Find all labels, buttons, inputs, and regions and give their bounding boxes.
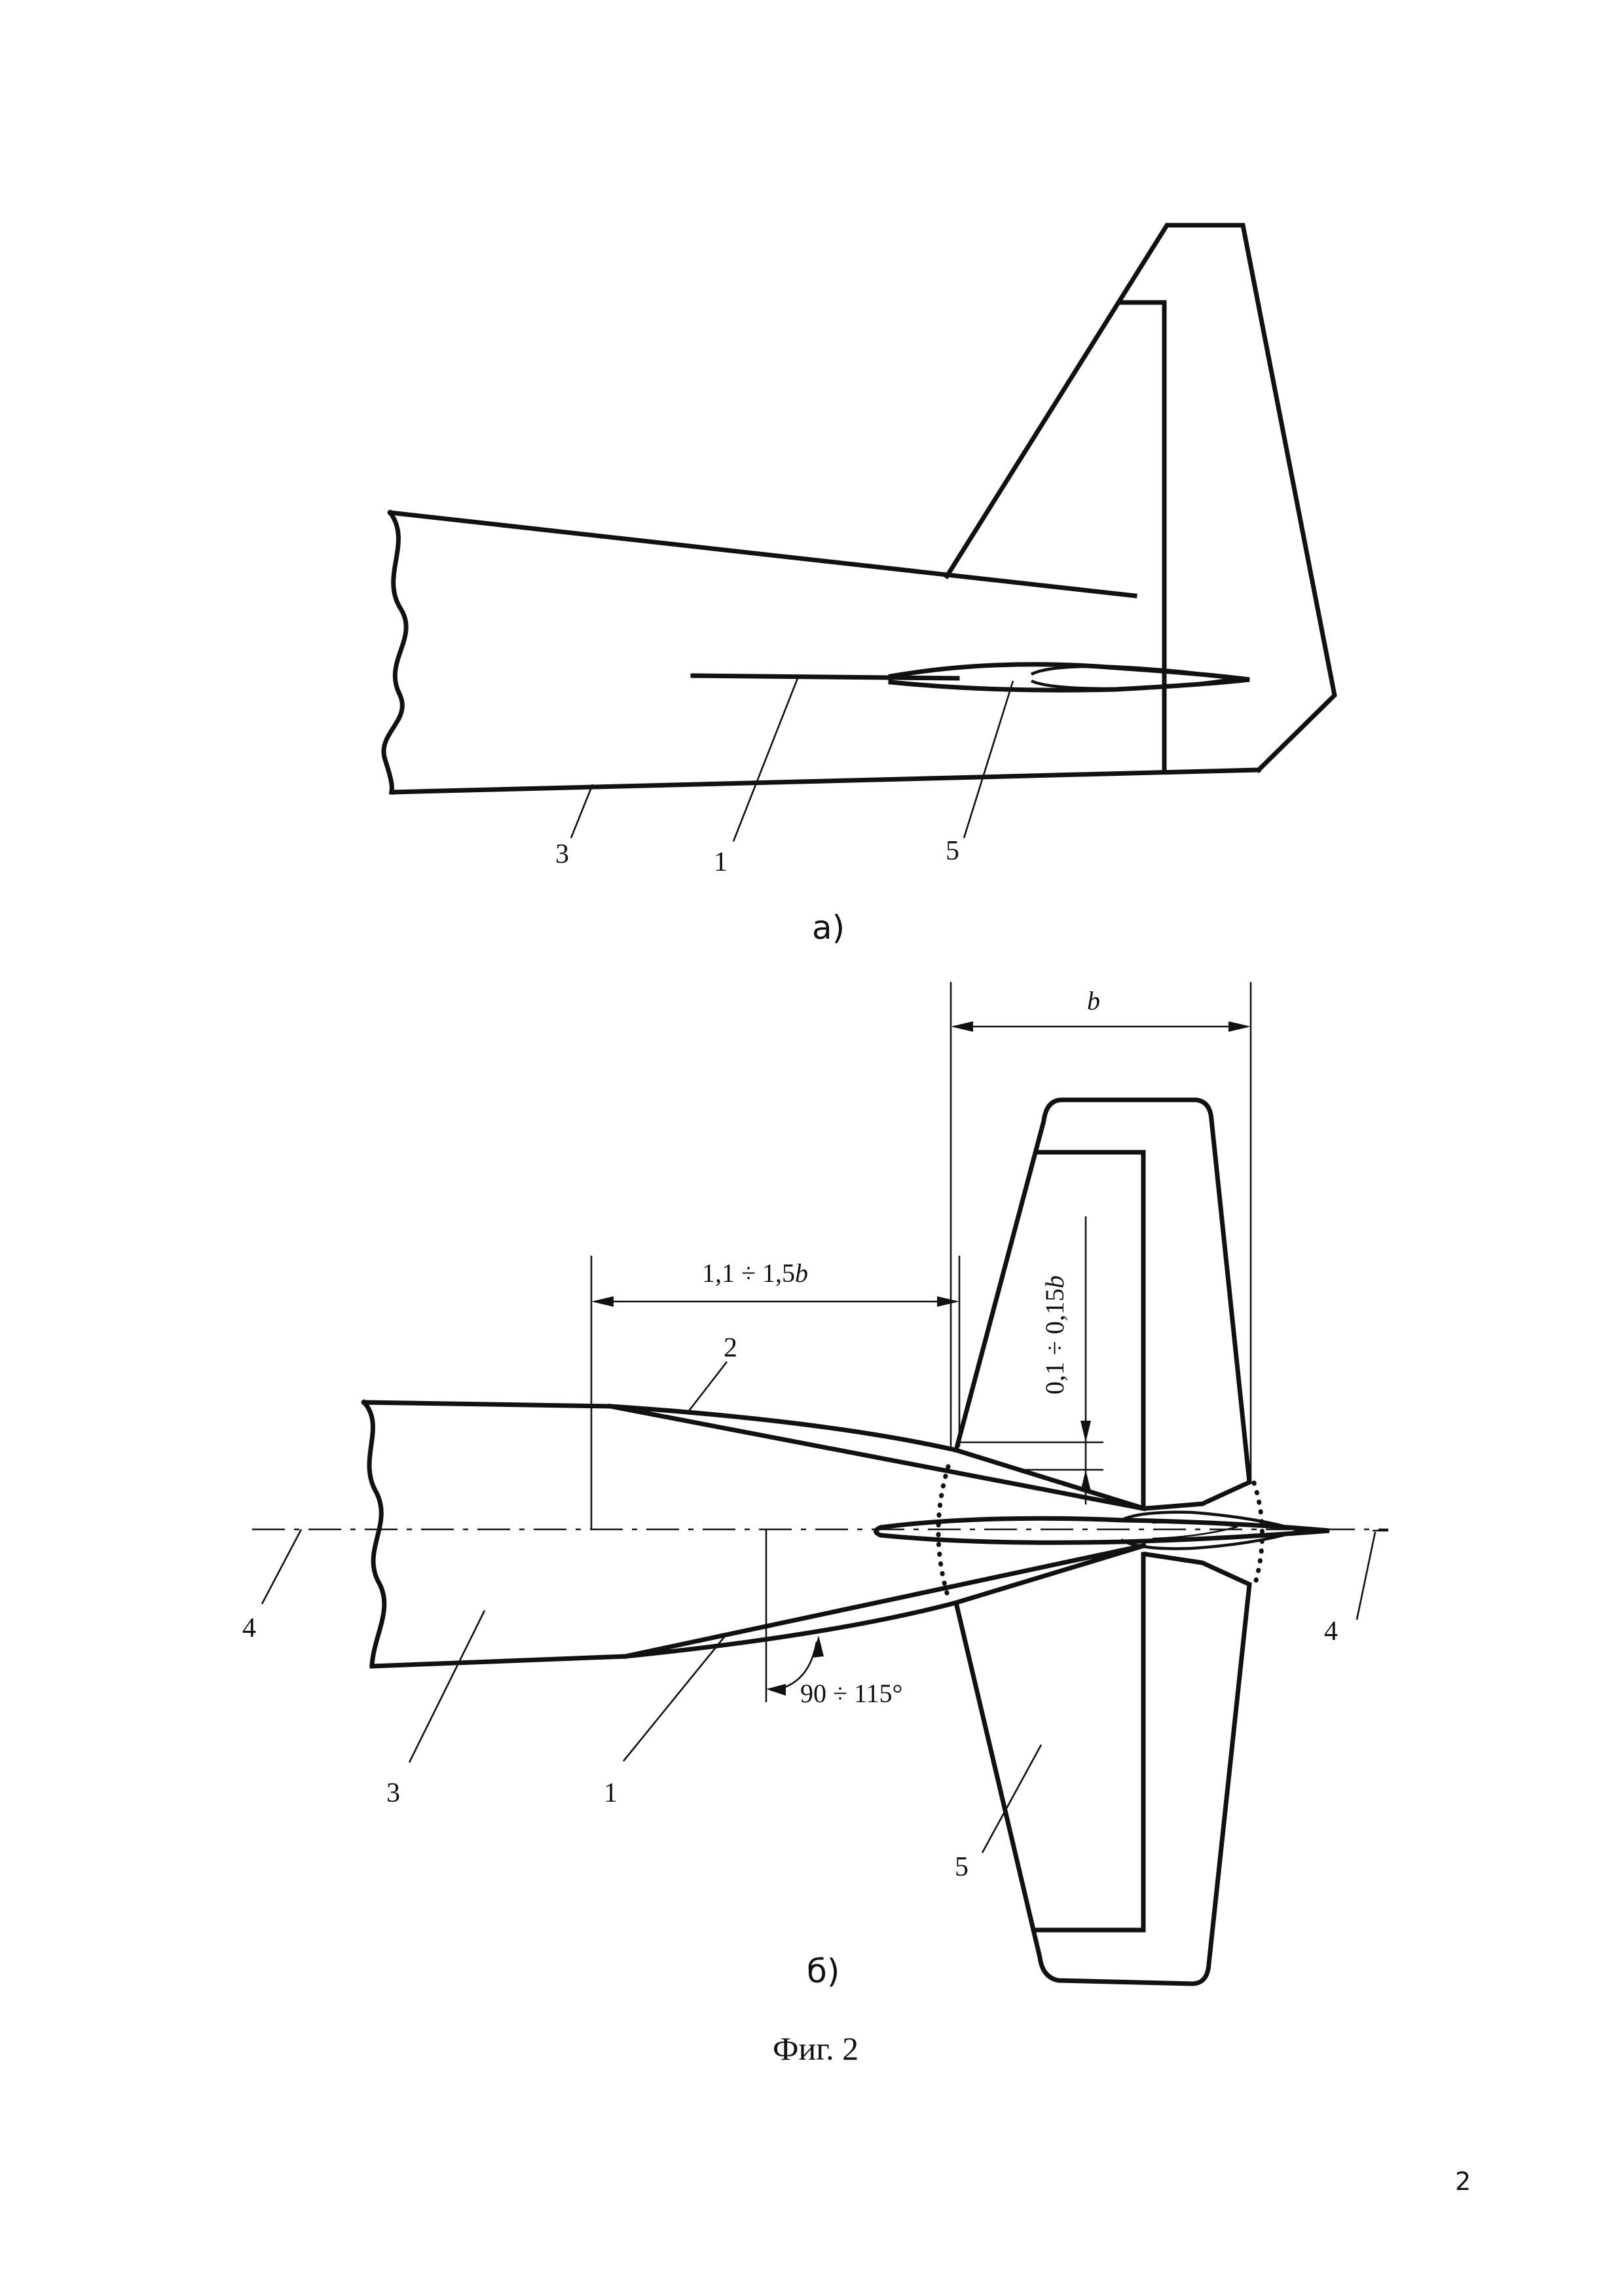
- dim-offset-label: 0,1 ÷ 0,15b: [1040, 1275, 1069, 1394]
- dim-strake-unit: b: [795, 1258, 808, 1288]
- dim-offset-unit: b: [1040, 1275, 1069, 1288]
- dim-offset-arrow-top: [1080, 1421, 1091, 1442]
- label-3-a: 3: [555, 839, 569, 869]
- leader-1-b: [622, 1635, 727, 1762]
- angle-label: 90 ÷ 115°: [800, 1679, 902, 1708]
- label-3-b: 3: [386, 1778, 400, 1808]
- leader-4-left: [261, 1529, 303, 1605]
- label-5-b: 5: [955, 1852, 969, 1882]
- rudder-outline: [1120, 300, 1167, 773]
- dim-b-arrow-right: [1228, 1021, 1251, 1032]
- stabilizer-profile-inner: [1030, 665, 1232, 691]
- leader-3-a: [570, 784, 594, 839]
- label-1-a: 1: [714, 847, 728, 877]
- vertical-fin-outline: [944, 223, 1337, 773]
- figure-b: b 1,1 ÷ 1,5b 0,1 ÷ 0,15b 90 ÷ 115° 2 1 3…: [242, 982, 1388, 1990]
- leader-2-b: [688, 1361, 728, 1412]
- lower-strake: [622, 1542, 1147, 1660]
- caption-b: б): [807, 1952, 840, 1990]
- dim-offset-value: 0,1 ÷ 0,15: [1040, 1288, 1069, 1394]
- fuselage-tail-inner-2: [1152, 1521, 1238, 1540]
- dim-b-arrow-left: [951, 1021, 973, 1032]
- label-4-right: 4: [1324, 1616, 1338, 1647]
- strake-line: [690, 673, 960, 681]
- leader-3-b: [408, 1610, 486, 1763]
- label-5-a: 5: [946, 836, 959, 866]
- fuselage-break-line: [381, 509, 409, 795]
- leader-1-a: [732, 678, 799, 842]
- fuselage-bottom-edge-b: [369, 1654, 628, 1669]
- angle-arrow-head: [812, 1635, 824, 1658]
- fuselage-top-edge-b: [361, 1400, 613, 1409]
- figure-a: 3 1 5 а): [381, 223, 1337, 947]
- stabilizer-lower-half: [953, 1552, 1252, 1986]
- leader-5-a: [963, 680, 1014, 839]
- upper-strake: [607, 1403, 1147, 1512]
- stabilizer-upper-half: [953, 1097, 1252, 1511]
- stabilizer-profile: [888, 662, 1250, 693]
- dim-strake-arrow-right: [937, 1296, 959, 1307]
- dim-b-label: b: [1087, 986, 1100, 1015]
- fuselage-top-edge: [388, 510, 1137, 598]
- label-2-b: 2: [724, 1333, 737, 1363]
- fuselage-bottom-edge: [389, 767, 1261, 795]
- dim-offset-arrow-bottom: [1080, 1470, 1091, 1491]
- stabilizer-root-dotted-arc-right: [1251, 1480, 1264, 1590]
- label-1-b: 1: [604, 1778, 618, 1808]
- dim-strake-value: 1,1 ÷ 1,5: [702, 1258, 795, 1288]
- dim-strake-arrow-left: [591, 1296, 614, 1307]
- fuselage-break-line-b: [361, 1399, 387, 1669]
- label-4-left: 4: [242, 1613, 256, 1643]
- leader-4-right: [1356, 1531, 1376, 1620]
- fuselage-tail-inner: [1120, 1510, 1305, 1550]
- dim-strake-label: 1,1 ÷ 1,5b: [702, 1258, 808, 1288]
- figure-caption: Фиг. 2: [773, 2030, 858, 2067]
- angle-arrow-tail: [766, 1684, 786, 1696]
- elevator-lower: [1033, 1552, 1146, 1933]
- stabilizer-root-dotted-arc-left: [936, 1464, 951, 1600]
- page-number: 2: [1455, 2167, 1471, 2196]
- elevator-upper: [1033, 1150, 1146, 1511]
- leader-5-b: [981, 1744, 1043, 1853]
- caption-a: а): [812, 909, 845, 947]
